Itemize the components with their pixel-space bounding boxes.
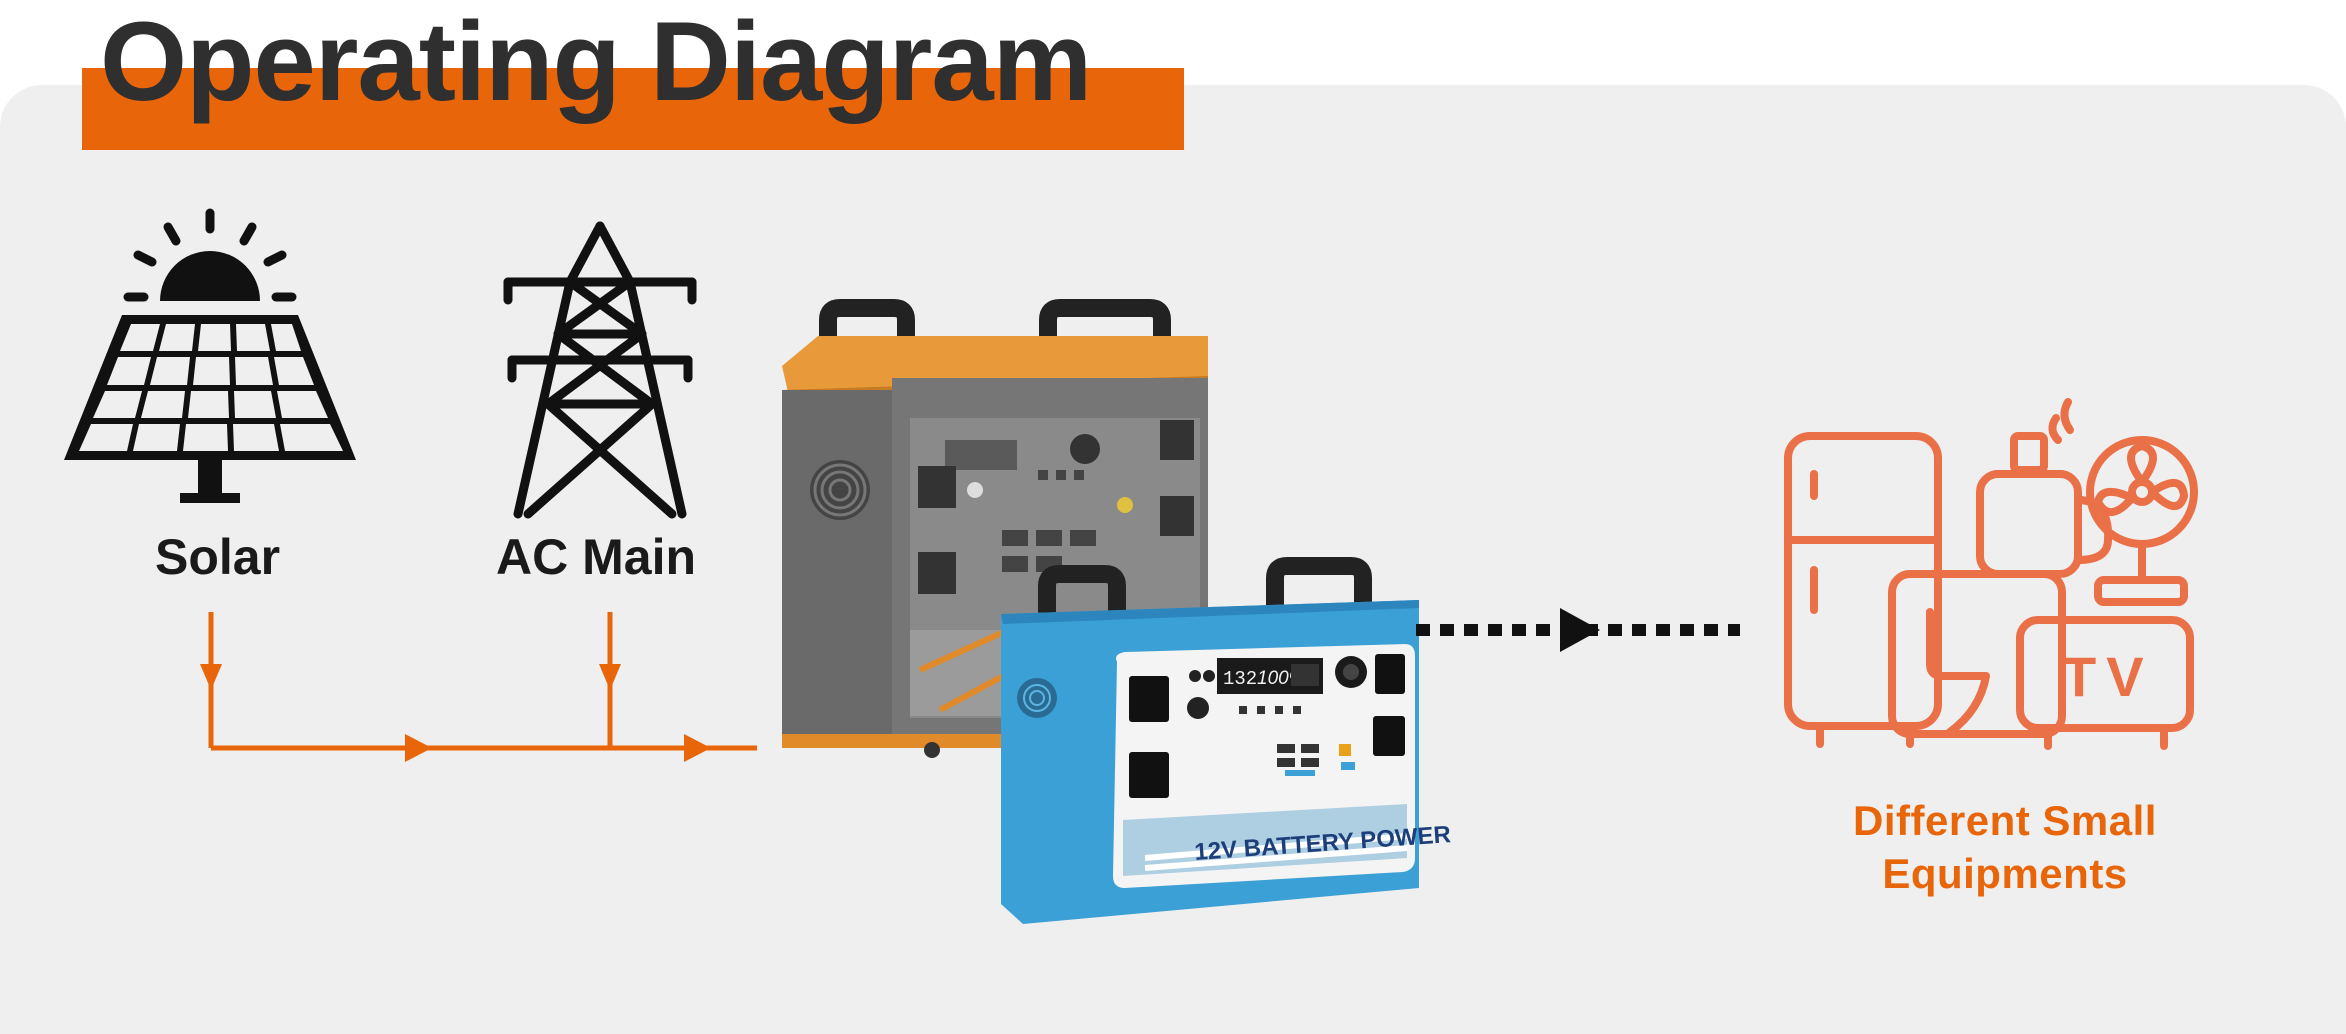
output-label: Different Small Equipments	[1800, 795, 2210, 900]
solar-panel-icon	[64, 208, 356, 503]
solar-label: Solar	[155, 529, 281, 585]
title-highlight-bar	[82, 68, 1184, 150]
microwave-icon	[1888, 570, 2066, 738]
page-title: Operating Diagram	[100, 0, 1092, 124]
kettle-icon	[1976, 470, 2082, 578]
tv-icon	[2016, 616, 2194, 732]
battery-display-value: 132	[1223, 668, 1257, 690]
output-label-line2: Equipments	[1882, 849, 2128, 897]
input-flow-connector	[200, 612, 757, 762]
transmission-tower-icon	[503, 221, 697, 519]
ac-main-label: AC Main	[496, 529, 696, 585]
appliances-icon: TV	[1784, 398, 2198, 750]
output-label-line1: Different Small	[1853, 797, 2157, 844]
output-flow-arrow	[1416, 608, 1740, 652]
battery-power-station-image: 132 100% 12V BATTERY POWER	[1001, 557, 1452, 924]
tv-text: TV	[2062, 645, 2154, 708]
refrigerator-icon	[1784, 432, 1942, 730]
